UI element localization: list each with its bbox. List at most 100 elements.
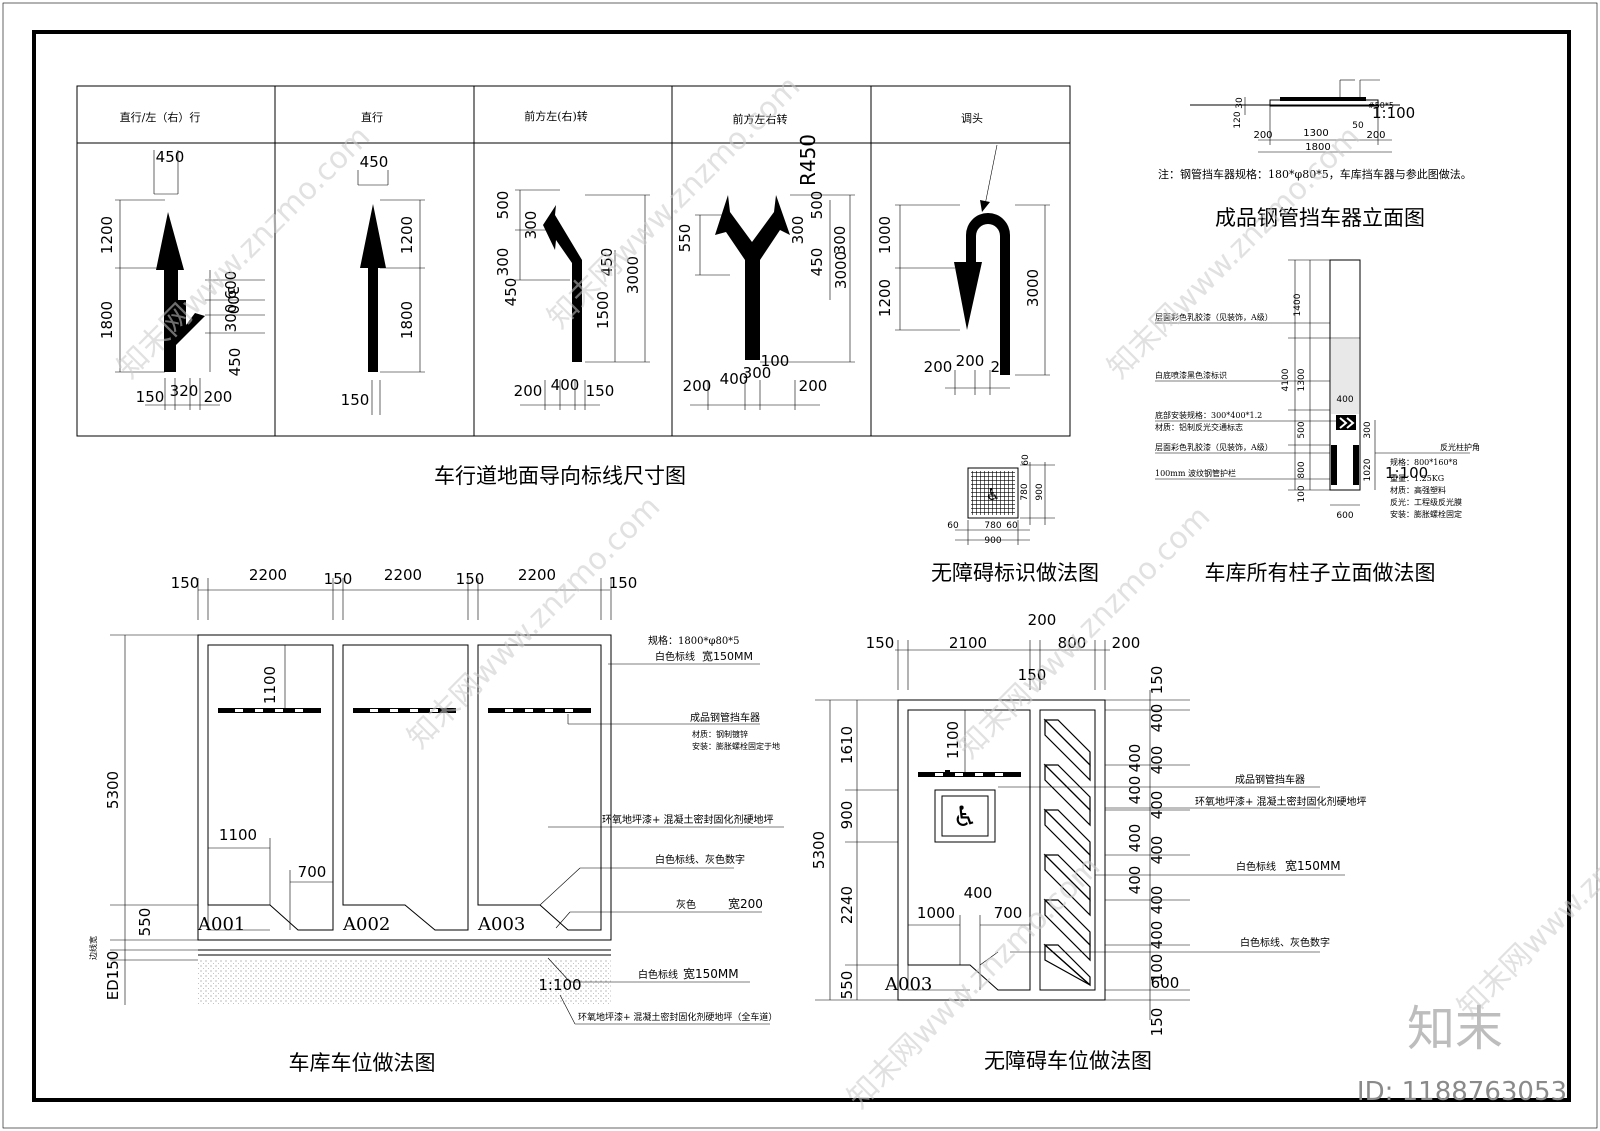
wheelchair-icon: ♿: [952, 800, 977, 833]
steel-note: 注：钢管挡车器规格：180*φ80*5，车库挡车器与参此图做法。: [1158, 167, 1472, 181]
note: 灰色: [676, 898, 696, 911]
dim: 400: [1148, 886, 1166, 915]
dim: 1800: [1305, 142, 1330, 153]
header-3: 前方左(右)转: [524, 109, 588, 123]
note: 宽150MM: [683, 966, 739, 981]
arrow-table: 直行/左（右）行 直行 前方左(右)转 前方左右转 调头: [76, 85, 1071, 437]
accessible-sign-detail: ♿ 60 780 900 60 780 60 900: [947, 454, 1055, 546]
dim: 550: [136, 908, 154, 937]
column-title: 车库所有柱子立面做法图: [1205, 561, 1436, 585]
dim: 1300: [1297, 368, 1307, 391]
dim: 400: [1148, 836, 1166, 865]
col-label: 底部安装规格：300*400*1.2: [1155, 410, 1262, 420]
dim: 150: [456, 570, 485, 588]
dim: 300: [224, 286, 242, 315]
dim: 60: [1006, 521, 1018, 531]
dim: 150: [609, 574, 638, 592]
note: 安装：膨胀螺栓固定于地: [692, 741, 780, 751]
col-label: 层面彩色乳胶漆（见装饰，A级）: [1155, 312, 1273, 322]
watermark-text: 知末网www.znzmo.com: [401, 489, 667, 755]
dim: 450: [808, 248, 826, 277]
dim: 550: [838, 971, 856, 1000]
dim: 300: [222, 304, 240, 333]
dim: 300: [494, 248, 512, 277]
column-elevation: 1400 4100 1300 400 500 300 800 1020 100 …: [1155, 259, 1480, 521]
dim: 450: [360, 153, 389, 171]
col-label: 材质：铝制反光交通标志: [1155, 422, 1243, 432]
dim: R450: [796, 134, 820, 186]
dim: 400: [1126, 744, 1144, 773]
dim: 150: [1018, 666, 1047, 684]
dim: 200: [1253, 130, 1272, 141]
dim: 300: [522, 211, 540, 240]
dim: 450: [502, 278, 520, 307]
dim: 100: [1148, 954, 1166, 983]
col-note-head: 反光柱护角: [1440, 442, 1480, 452]
col-label: 100mm 波纹钢管护栏: [1155, 468, 1236, 478]
dim: 200: [514, 382, 543, 400]
dim: 700: [994, 904, 1023, 922]
dim: 400: [1148, 791, 1166, 820]
accessible-parking-title: 无障碍车位做法图: [984, 1049, 1152, 1073]
dim: 300: [743, 364, 772, 382]
arrow-straight: 450 1200 1800 150: [341, 153, 425, 415]
note: 宽150MM: [702, 649, 753, 663]
spot-label-3: A003: [477, 914, 525, 935]
dim: 500: [808, 191, 826, 220]
dim: 1200: [98, 216, 116, 254]
wheelchair-icon: ♿: [986, 485, 1000, 504]
dim: 400: [1126, 866, 1144, 895]
steel-barrier-elevation: 120 30 200 1300 200 1800 50 1:100 #50*5 …: [1158, 79, 1472, 181]
watermark-logo: 知末: [1407, 1001, 1503, 1057]
dim: 1100: [219, 826, 257, 844]
dim: 60: [1021, 454, 1031, 466]
dim: 300: [831, 226, 849, 255]
note: 白色标线、灰色数字: [655, 853, 745, 866]
scale: 1:100: [1385, 464, 1428, 482]
note: 白色标线: [655, 650, 695, 663]
col-note: 规格：800*160*8: [1390, 457, 1458, 467]
dim: 1200: [398, 216, 416, 254]
dim: 400: [720, 370, 749, 388]
spot-label: A003: [884, 974, 932, 995]
dim: 150: [1148, 666, 1166, 695]
watermark-text: 知末网www.znzmo.com: [111, 119, 377, 385]
note: 规格：1800*φ80*5: [648, 634, 740, 647]
arrow-left-right-turn: 550 R450 500 300 450 3000 300 100 200 40…: [676, 134, 855, 410]
dim: 200: [1028, 611, 1057, 629]
dim: 500: [494, 191, 512, 220]
note: 宽150MM: [1285, 858, 1341, 873]
dim: 400: [1126, 776, 1144, 805]
arrows-title: 车行道地面导向标线尺寸图: [434, 464, 686, 488]
col-label: 层面彩色乳胶漆（见装饰，A级）: [1155, 442, 1273, 452]
dim: 150: [324, 570, 353, 588]
dim: 780: [984, 521, 1001, 531]
note: 材质：钢制镀锌: [692, 729, 748, 739]
dim: 1200: [876, 279, 894, 317]
dim: 200: [956, 352, 985, 370]
dim: 100: [761, 352, 790, 370]
dim: 700: [298, 863, 327, 881]
accessible-sign-title: 无障碍标识做法图: [931, 561, 1099, 585]
dim: 400: [1126, 824, 1144, 853]
scale: 1:100: [538, 976, 581, 994]
dim: 1300: [1303, 128, 1328, 139]
header-1: 直行/左（右）行: [120, 110, 201, 124]
dim: 1000: [917, 904, 955, 922]
dim: 2200: [384, 566, 422, 584]
steel-title: 成品钢管挡车器立面图: [1215, 206, 1425, 230]
dim: 450: [598, 248, 616, 277]
dim: 3000: [624, 256, 642, 294]
dim: 400: [1148, 746, 1166, 775]
dim: 200: [683, 377, 712, 395]
dim: 400: [1148, 921, 1166, 950]
note: 白色标线、灰色数字: [1240, 936, 1330, 949]
dim: 30: [1235, 97, 1245, 109]
dim: 1100: [944, 721, 962, 759]
dim: 800: [1058, 634, 1087, 652]
dim: 150: [171, 574, 200, 592]
col-note: 反光：工程级反光膜: [1390, 497, 1462, 507]
dim: 20: [990, 358, 1009, 376]
col-note: 材质：高强塑料: [1390, 485, 1446, 495]
